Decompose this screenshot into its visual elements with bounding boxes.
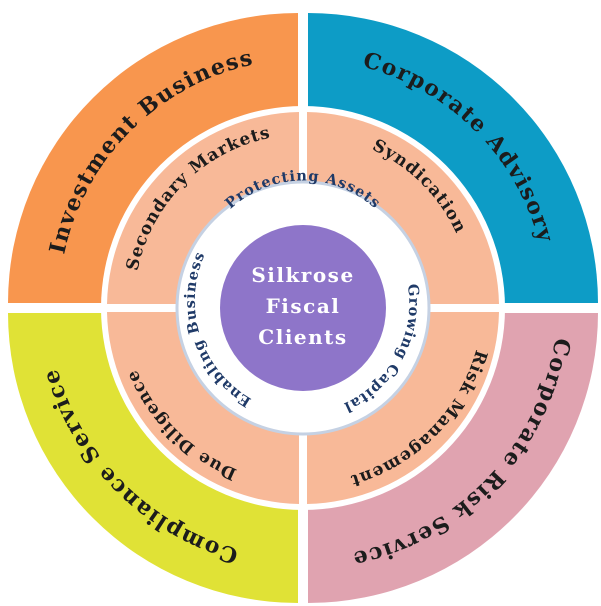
center-title-line-1: Silkrose <box>251 263 354 287</box>
center-title-line-2: Fiscal <box>266 294 341 318</box>
center-circle <box>220 225 386 391</box>
center-title-line-3: Clients <box>258 325 347 349</box>
